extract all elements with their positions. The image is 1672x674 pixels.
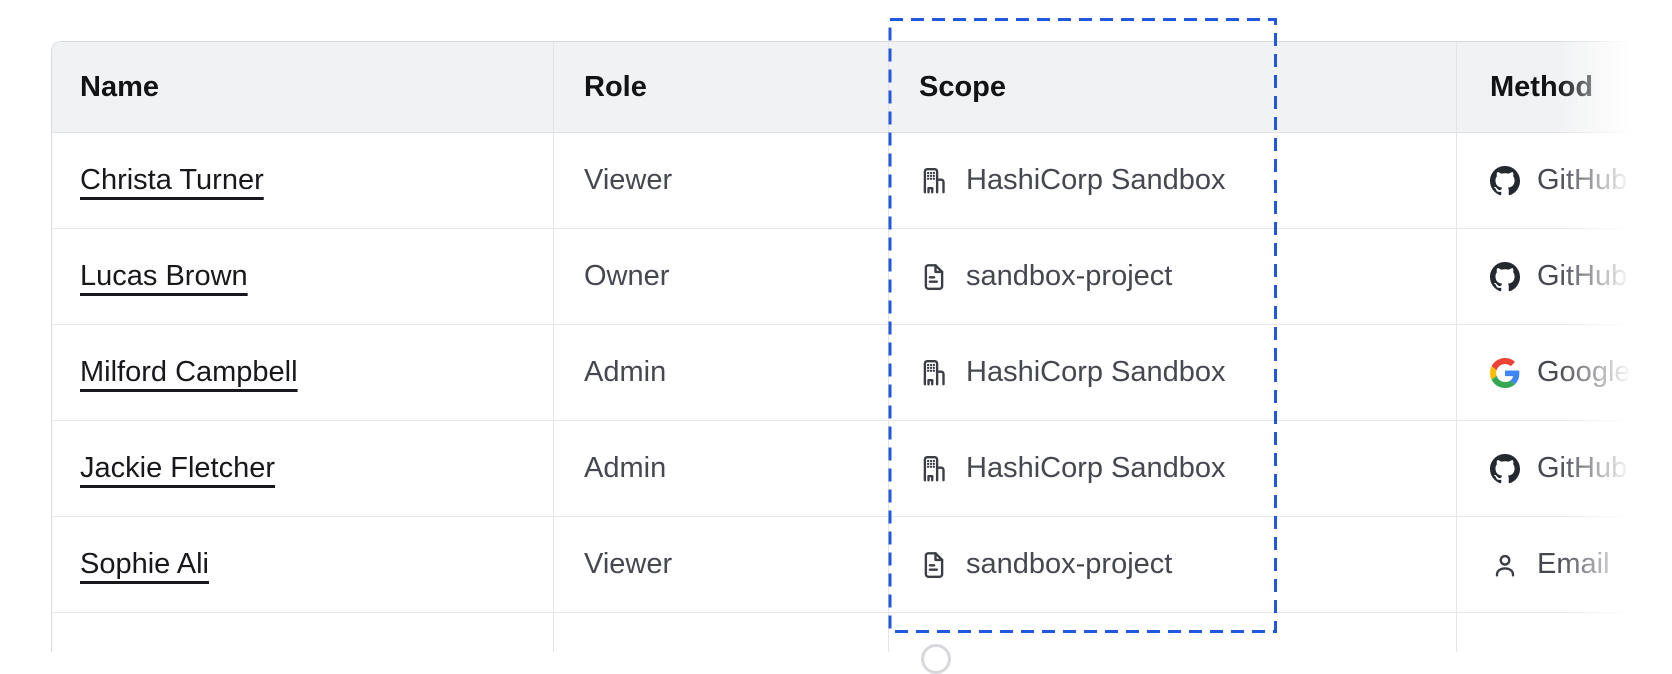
method-label: GitHub [1537, 452, 1628, 484]
member-name-link[interactable]: Christa Turner [80, 164, 264, 196]
column-header-scope[interactable]: Scope [889, 42, 1457, 132]
table-row: Jackie Fletcher Admin HashiCorp Sandbox … [52, 421, 1672, 517]
role-label: Admin [584, 452, 667, 484]
google-icon [1490, 357, 1520, 388]
members-table: Name Role Scope Method Christa Turner Vi… [51, 41, 1672, 652]
method-cell: GitHub [1457, 133, 1672, 228]
role-label: Owner [584, 260, 670, 292]
building-icon [919, 166, 949, 196]
scope-label: HashiCorp Sandbox [966, 356, 1226, 388]
scope-cell: sandbox-project [889, 229, 1457, 324]
scope-label: sandbox-project [966, 548, 1173, 580]
table-header-row: Name Role Scope Method [52, 42, 1672, 133]
file-text-icon [919, 550, 949, 580]
github-icon [1490, 261, 1520, 292]
file-text-icon [919, 262, 949, 292]
column-header-method[interactable]: Method [1490, 70, 1594, 103]
scope-cell: HashiCorp Sandbox [889, 133, 1457, 228]
role-cell: Admin [554, 421, 889, 516]
name-cell: Sophie Ali [52, 517, 554, 612]
role-cell: Viewer [554, 517, 889, 612]
building-icon [919, 358, 949, 388]
member-name-link[interactable]: Lucas Brown [80, 260, 248, 292]
scope-label: HashiCorp Sandbox [966, 452, 1226, 484]
name-cell: Lucas Brown [52, 229, 554, 324]
table-row-partial [52, 613, 1672, 652]
member-name-link[interactable]: Jackie Fletcher [80, 452, 276, 484]
method-label: Google [1537, 356, 1631, 388]
column-header-name[interactable]: Name [52, 42, 554, 132]
github-icon [1490, 453, 1520, 484]
scope-cell: sandbox-project [889, 517, 1457, 612]
name-cell: Christa Turner [52, 133, 554, 228]
scope-label: HashiCorp Sandbox [966, 164, 1226, 196]
role-label: Admin [584, 356, 667, 388]
person-icon [1490, 550, 1520, 580]
method-cell: Email [1457, 517, 1672, 612]
member-name-link[interactable]: Milford Campbell [80, 356, 298, 388]
method-cell: Google [1457, 325, 1672, 420]
circle-icon [921, 644, 951, 674]
column-header-role[interactable]: Role [554, 42, 889, 132]
method-cell: GitHub [1457, 229, 1672, 324]
table-row: Milford Campbell Admin HashiCorp Sandbox… [52, 325, 1672, 421]
table-row: Sophie Ali Viewer sandbox-project Email [52, 517, 1672, 613]
scope-label: sandbox-project [966, 260, 1173, 292]
scope-cell: HashiCorp Sandbox [889, 325, 1457, 420]
role-cell: Admin [554, 325, 889, 420]
scope-cell: HashiCorp Sandbox [889, 421, 1457, 516]
table-row: Lucas Brown Owner sandbox-project GitHub [52, 229, 1672, 325]
member-name-link[interactable]: Sophie Ali [80, 548, 209, 580]
method-label: GitHub [1537, 260, 1628, 292]
table-row: Christa Turner Viewer HashiCorp Sandbox … [52, 133, 1672, 229]
method-cell: GitHub [1457, 421, 1672, 516]
role-label: Viewer [584, 164, 673, 196]
method-label: GitHub [1537, 164, 1628, 196]
building-icon [919, 454, 949, 484]
method-label: Email [1537, 548, 1610, 580]
name-cell: Jackie Fletcher [52, 421, 554, 516]
github-icon [1490, 165, 1520, 196]
role-label: Viewer [584, 548, 673, 580]
name-cell: Milford Campbell [52, 325, 554, 420]
role-cell: Owner [554, 229, 889, 324]
role-cell: Viewer [554, 133, 889, 228]
